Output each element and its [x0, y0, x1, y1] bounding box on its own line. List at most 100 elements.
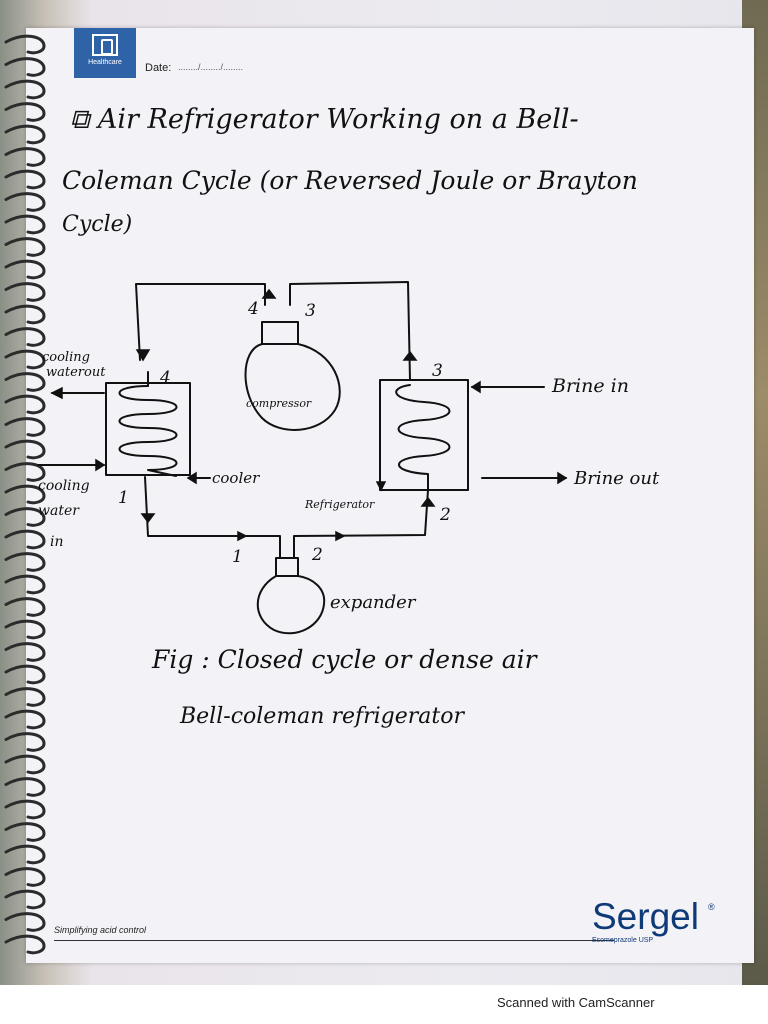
spiral-ring [4, 799, 46, 820]
flow-arrow-icon [186, 471, 197, 485]
title-line-1: ⧉ Air Refrigerator Working on a Bell- [70, 104, 579, 135]
brand-subtitle: Esomeprazole USP [592, 937, 654, 944]
title-line-3: Cycle) [62, 212, 133, 237]
spiral-ring [4, 642, 46, 662]
spiral-ring [4, 192, 46, 212]
spiral-ring [4, 372, 46, 392]
spiral-ring [4, 507, 46, 527]
spiral-ring [4, 529, 46, 550]
flow-arrow-icon [237, 530, 248, 542]
healthcare-logo: Healthcare [74, 28, 136, 78]
label-brine-in: Brine in [551, 375, 629, 397]
spiral-ring [4, 282, 46, 302]
spiral-ring [4, 777, 46, 797]
spiral-ring [4, 327, 46, 347]
flow-arrow-icon [470, 380, 481, 394]
spiral-ring [4, 124, 46, 145]
flow-arrow-icon [420, 496, 436, 507]
spiral-ring [4, 147, 46, 167]
point-1-bottom: 1 [232, 547, 243, 567]
spiral-ring [4, 349, 46, 370]
spiral-ring [4, 417, 46, 437]
flow-arrow-icon [375, 481, 387, 492]
spiral-ring [4, 169, 46, 190]
notebook-page [26, 28, 754, 963]
spiral-ring [4, 34, 46, 55]
flow-arrow-icon [557, 471, 568, 485]
label-compressor: compressor [246, 397, 312, 410]
point-2-bottom: 2 [311, 545, 323, 565]
logo-mark-icon [92, 34, 118, 56]
flow-arrow-icon [135, 349, 151, 362]
flow-arrow-icon [95, 458, 106, 472]
label-cooler: cooler [212, 469, 260, 487]
label-expander: expander [330, 592, 417, 613]
figure-caption-line-1: Fig : Closed cycle or dense air [152, 645, 537, 674]
spiral-ring [4, 574, 46, 595]
flow-arrow-icon [335, 530, 346, 542]
brand-registered-mark: ® [708, 902, 715, 912]
spiral-ring [4, 844, 46, 865]
pipe-cooler-to-expander [144, 476, 281, 559]
sergel-brand-logo: Sergel [592, 896, 699, 937]
spiral-ring [4, 822, 46, 842]
point-3-right: 3 [432, 361, 443, 381]
spiral-ring [4, 484, 46, 505]
label-brine-out: Brine out [573, 468, 660, 489]
cooler-coil [118, 385, 178, 477]
cooler-vessel [105, 382, 191, 476]
spiral-ring [4, 664, 46, 685]
flow-arrow-icon [261, 288, 277, 299]
checkbox-icon: ⧉ [70, 104, 98, 135]
spiral-ring [4, 394, 46, 415]
date-value: ......../......../........ [178, 62, 244, 72]
flow-arrow-icon [402, 350, 418, 361]
point-4-top: 4 [247, 299, 259, 319]
spiral-ring [4, 552, 46, 572]
expander-body [256, 575, 326, 635]
point-1-left: 1 [118, 488, 129, 508]
compressor-body [244, 343, 341, 431]
flow-arrow-icon [140, 513, 156, 524]
spiral-ring [4, 102, 46, 122]
spiral-ring [4, 79, 46, 100]
pipe-compressor-to-refrigerator [289, 281, 411, 381]
refrigerator-vessel [379, 379, 469, 491]
compressor-neck [261, 321, 299, 345]
spiral-ring [4, 732, 46, 752]
spiral-ring [4, 304, 46, 325]
flow-arrow-icon [50, 386, 63, 400]
spiral-ring [4, 259, 46, 280]
logo-text: Healthcare [88, 59, 122, 66]
spiral-ring [4, 709, 46, 730]
spiral-ring [4, 462, 46, 482]
title-line-2: Coleman Cycle (or Reversed Joule or Bray… [62, 166, 638, 195]
pipe-expander-to-refrigerator [293, 489, 429, 559]
spiral-ring [4, 687, 46, 707]
spiral-ring [4, 912, 46, 932]
spiral-ring [4, 214, 46, 235]
spiral-ring [4, 754, 46, 775]
point-3-top: 3 [305, 301, 316, 321]
spiral-ring [4, 57, 46, 77]
date-label: Date: [145, 62, 172, 74]
spiral-binding [4, 34, 46, 955]
point-4-left: 4 [159, 368, 171, 388]
expander-neck [275, 557, 299, 577]
spiral-ring [4, 889, 46, 910]
spiral-ring [4, 934, 46, 955]
spiral-ring [4, 597, 46, 617]
spiral-ring [4, 867, 46, 887]
scanner-watermark: Scanned with CamScanner [497, 995, 655, 1010]
spiral-ring [4, 237, 46, 257]
footer-tagline: Simplifying acid control [54, 925, 147, 935]
point-2-right: 2 [439, 505, 451, 525]
figure-caption-line-2: Bell-coleman refrigerator [180, 704, 465, 729]
footer-divider [54, 940, 614, 941]
spiral-ring [4, 619, 46, 640]
refrigerator-coil [395, 384, 451, 491]
spiral-ring [4, 439, 46, 460]
